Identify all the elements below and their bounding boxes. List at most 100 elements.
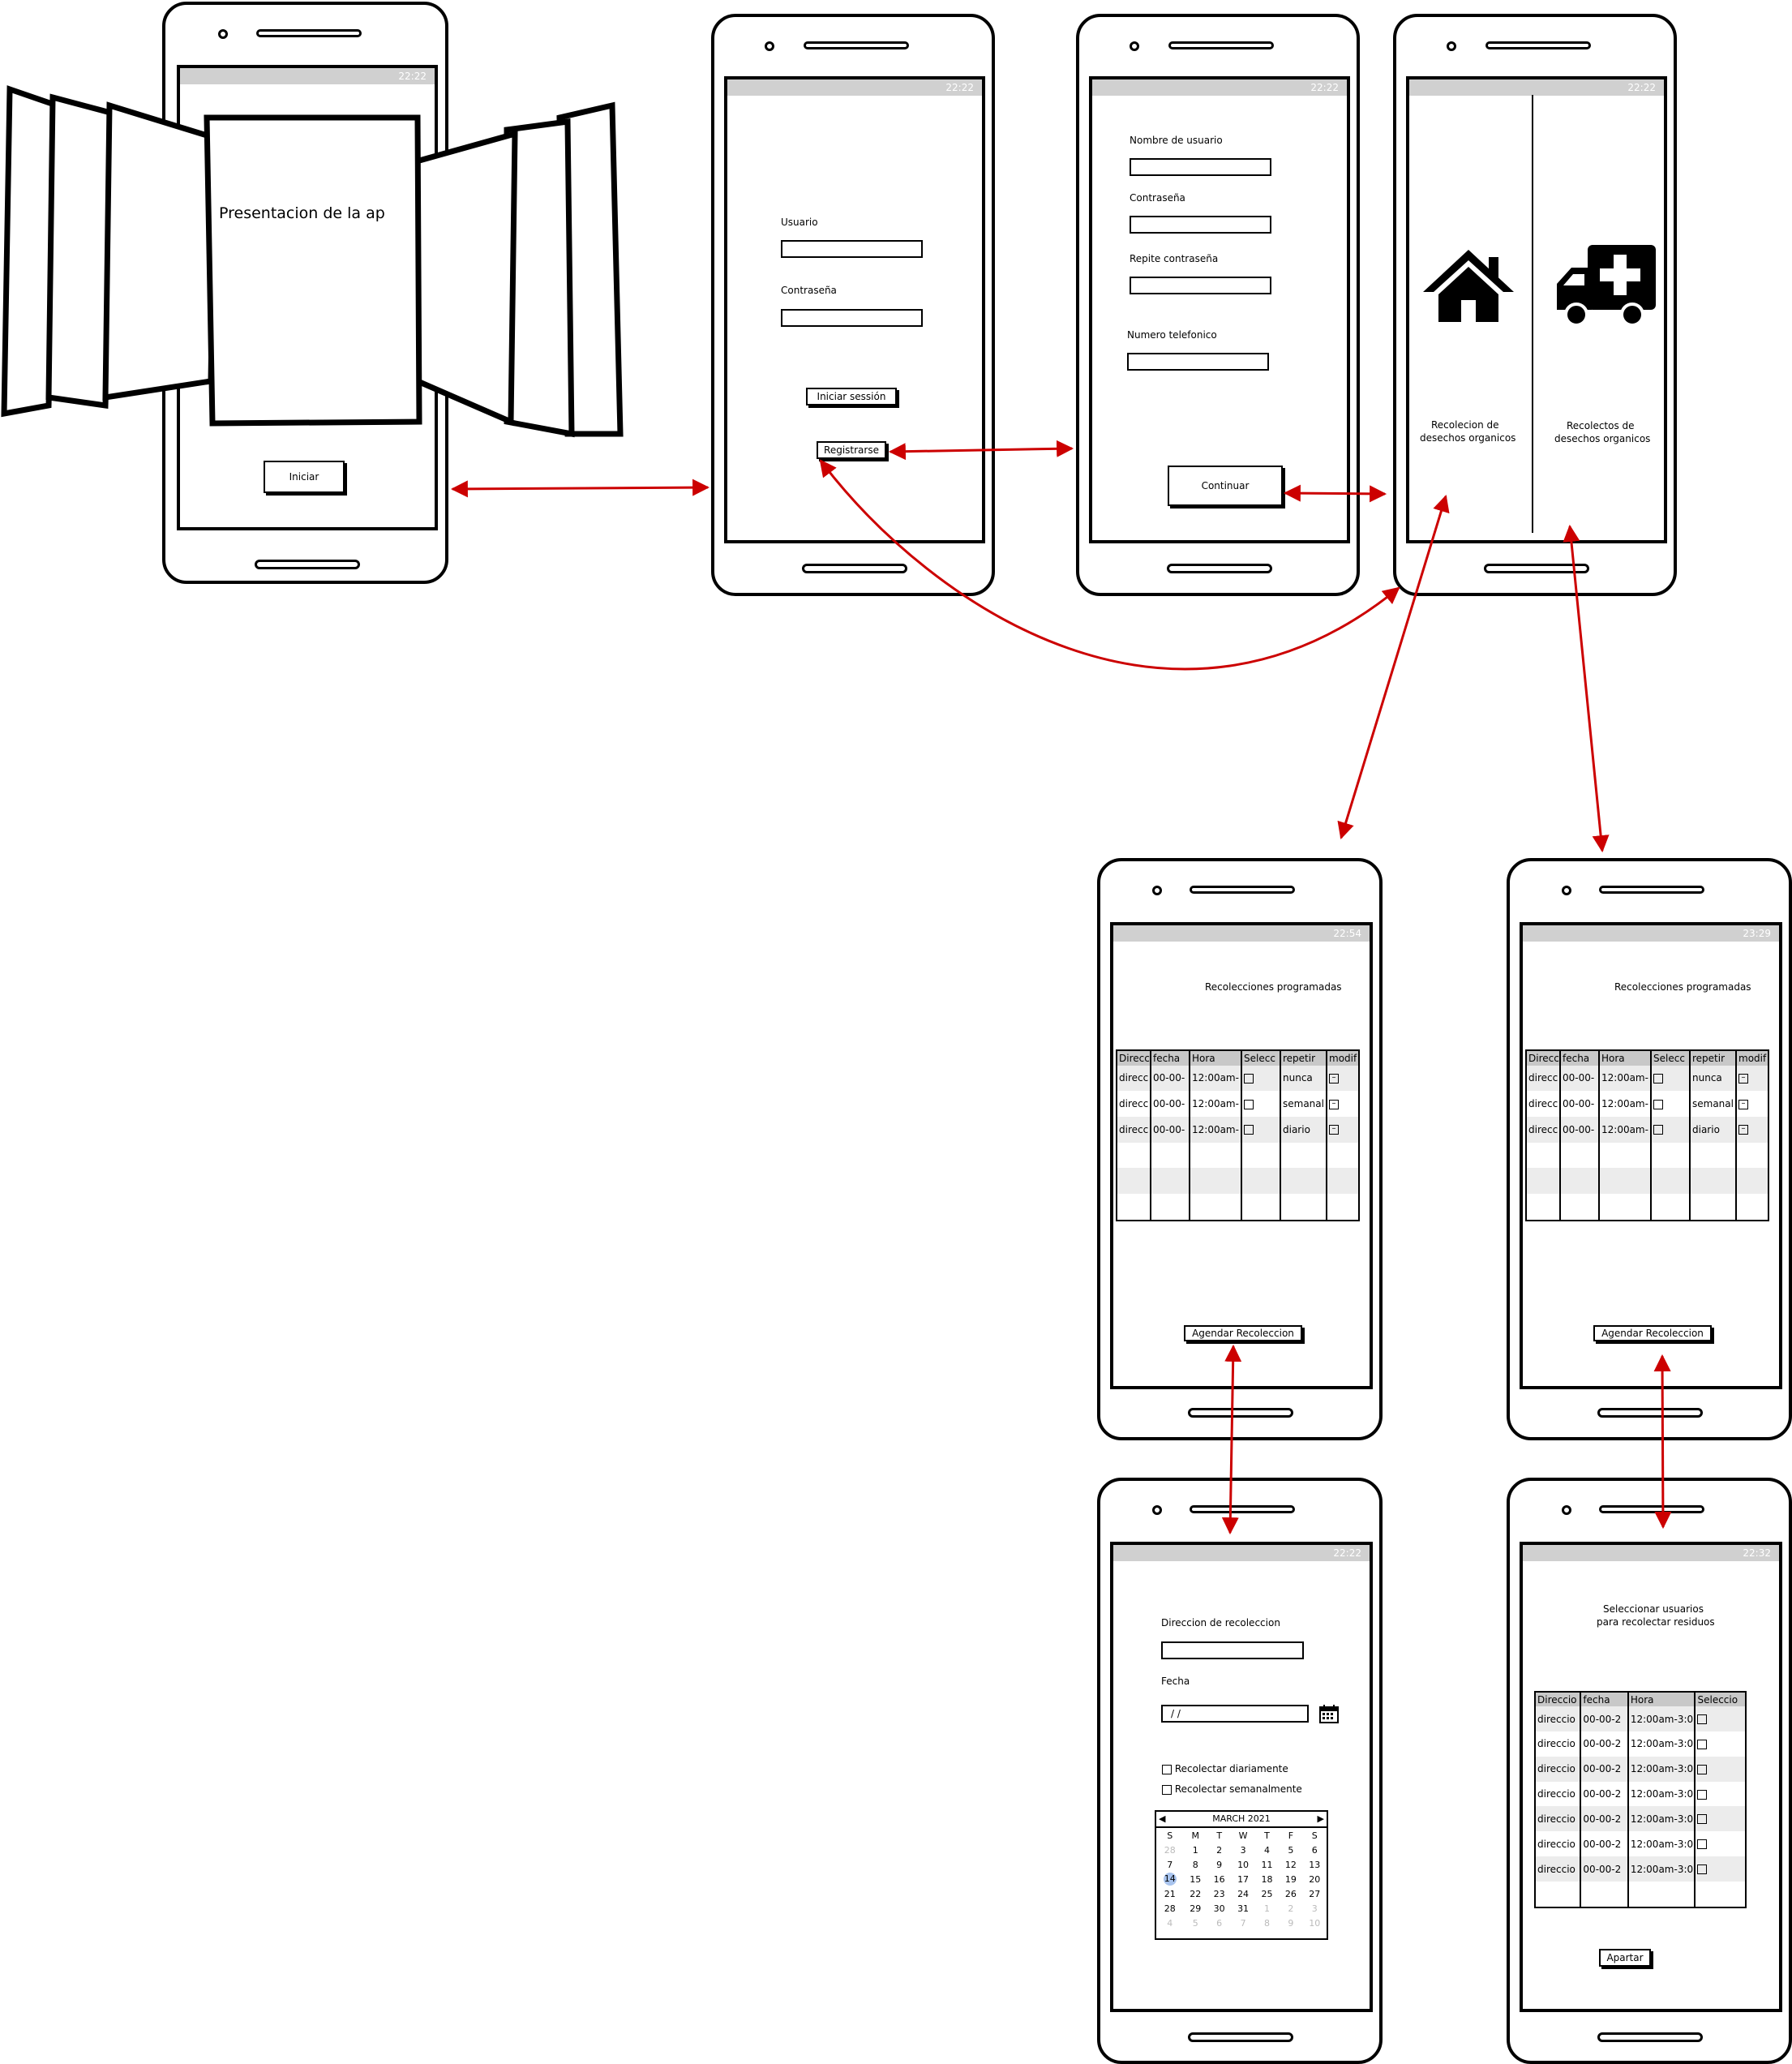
calendar-day[interactable]: 27 (1309, 1888, 1321, 1899)
calendar-day[interactable]: 10 (1237, 1859, 1250, 1870)
calendar-day[interactable]: 31 (1237, 1903, 1250, 1914)
reserve-button[interactable]: Apartar (1599, 1949, 1651, 1967)
modify-icon[interactable]: – (1329, 1073, 1339, 1083)
calendar-day[interactable]: 11 (1261, 1859, 1273, 1870)
calendar-day[interactable]: 22 (1190, 1888, 1202, 1899)
calendar-day-selected[interactable]: 14 (1156, 1872, 1184, 1886)
calendar-day[interactable]: 1 (1192, 1844, 1198, 1856)
table-row[interactable]: direcc 00-00- 12:00am- semanal – (1117, 1091, 1359, 1118)
prev-month-icon[interactable]: ◀ (1159, 1813, 1166, 1824)
select-checkbox[interactable] (1653, 1073, 1663, 1083)
calendar-day[interactable]: 24 (1237, 1888, 1250, 1899)
calendar-icon[interactable] (1319, 1704, 1339, 1723)
table-row[interactable]: direcc 00-00- 12:00am- diario – (1526, 1117, 1768, 1143)
calendar-day[interactable]: 10 (1309, 1917, 1321, 1929)
calendar-day[interactable]: 2 (1216, 1844, 1223, 1856)
select-checkbox[interactable] (1697, 1864, 1708, 1875)
calendar-day[interactable]: 12 (1284, 1859, 1297, 1870)
calendar-day[interactable]: 5 (1288, 1844, 1294, 1856)
select-checkbox[interactable] (1697, 1789, 1708, 1800)
table-row[interactable]: direcc 00-00- 12:00am- nunca – (1117, 1065, 1359, 1092)
calendar-day[interactable]: 9 (1288, 1917, 1294, 1929)
calendar-day[interactable]: 6 (1216, 1917, 1223, 1929)
calendar-day[interactable]: 21 (1164, 1888, 1176, 1899)
calendar-day[interactable]: 19 (1284, 1873, 1297, 1885)
home-button[interactable] (255, 560, 360, 569)
modify-icon[interactable]: – (1329, 1125, 1339, 1135)
calendar-day[interactable]: 9 (1216, 1859, 1223, 1870)
house-icon[interactable] (1421, 247, 1516, 324)
next-month-icon[interactable]: ▶ (1317, 1813, 1324, 1824)
calendar-day[interactable]: 25 (1261, 1888, 1273, 1899)
calendar-day[interactable]: 4 (1263, 1844, 1270, 1856)
weekly-option[interactable]: Recolectar semanalmente (1162, 1783, 1302, 1795)
home-button[interactable] (1597, 1408, 1703, 1418)
daily-option[interactable]: Recolectar diariamente (1162, 1763, 1288, 1774)
calendar-day[interactable]: 2 (1288, 1903, 1294, 1914)
select-checkbox[interactable] (1697, 1764, 1708, 1774)
modify-icon[interactable]: – (1738, 1073, 1748, 1083)
start-button[interactable]: Iniciar (264, 461, 345, 493)
repeat-password-input[interactable] (1130, 277, 1271, 294)
select-checkbox[interactable] (1697, 1839, 1708, 1850)
modify-icon[interactable]: – (1738, 1099, 1748, 1109)
schedule-button[interactable]: Agendar Recoleccion (1184, 1325, 1302, 1341)
calendar-day[interactable]: 15 (1190, 1873, 1202, 1885)
calendar-day[interactable]: 4 (1167, 1917, 1173, 1929)
calendar-day[interactable]: 8 (1192, 1859, 1198, 1870)
calendar-day[interactable]: 29 (1190, 1903, 1202, 1914)
select-checkbox[interactable] (1244, 1125, 1254, 1135)
select-checkbox[interactable] (1244, 1073, 1254, 1083)
calendar-day[interactable]: 6 (1311, 1844, 1318, 1856)
calendar-day[interactable]: 3 (1311, 1903, 1318, 1914)
table-row[interactable]: direcc 00-00- 12:00am- diario – (1117, 1117, 1359, 1143)
calendar-day[interactable]: 5 (1192, 1917, 1198, 1929)
password-input[interactable] (781, 309, 923, 327)
modify-icon[interactable]: – (1329, 1099, 1339, 1109)
calendar-day[interactable]: 28 (1164, 1903, 1176, 1914)
calendar-day[interactable]: 16 (1213, 1873, 1225, 1885)
username-input[interactable] (1130, 158, 1271, 176)
calendar-day[interactable]: 8 (1263, 1917, 1270, 1929)
address-input[interactable] (1161, 1641, 1304, 1659)
home-button[interactable] (1597, 2032, 1703, 2042)
weekly-checkbox[interactable] (1162, 1784, 1172, 1795)
calendar-day[interactable]: 17 (1237, 1873, 1250, 1885)
calendar-day[interactable]: 13 (1309, 1859, 1321, 1870)
calendar-day[interactable]: 30 (1213, 1903, 1225, 1914)
calendar-day[interactable]: 7 (1240, 1917, 1246, 1929)
user-input[interactable] (781, 240, 923, 258)
calendar-day[interactable]: 28 (1164, 1844, 1176, 1856)
select-checkbox[interactable] (1653, 1099, 1663, 1109)
calendar-day[interactable]: 18 (1261, 1873, 1273, 1885)
home-button[interactable] (1188, 2032, 1293, 2042)
ambulance-icon[interactable] (1555, 245, 1657, 328)
date-input[interactable]: / / (1161, 1705, 1309, 1723)
select-checkbox[interactable] (1697, 1714, 1708, 1724)
daily-checkbox[interactable] (1162, 1764, 1172, 1774)
calendar-day[interactable]: 23 (1213, 1888, 1225, 1899)
calendar-day[interactable]: 26 (1284, 1888, 1297, 1899)
login-button[interactable]: Iniciar sessión (806, 388, 897, 406)
register-button[interactable]: Registrarse (817, 441, 886, 459)
select-checkbox[interactable] (1697, 1739, 1708, 1749)
table-row[interactable]: direcc 00-00- 12:00am- semanal – (1526, 1091, 1768, 1118)
modify-icon[interactable]: – (1738, 1125, 1748, 1135)
phone-number-input[interactable] (1127, 353, 1269, 371)
calendar-day[interactable]: 7 (1167, 1859, 1173, 1870)
schedule-collector-button[interactable]: Agendar Recoleccion (1593, 1325, 1712, 1341)
reg-password-input[interactable] (1130, 216, 1271, 234)
calendar-day[interactable]: 3 (1240, 1844, 1246, 1856)
calendar-day[interactable]: 20 (1309, 1873, 1321, 1885)
select-checkbox[interactable] (1653, 1125, 1663, 1135)
select-checkbox[interactable] (1697, 1814, 1708, 1825)
table-row[interactable]: direcc 00-00- 12:00am- nunca – (1526, 1065, 1768, 1092)
date-picker[interactable]: ◀ MARCH 2021 ▶ S M T W T F S 28 1 2 3 4 … (1155, 1810, 1328, 1940)
